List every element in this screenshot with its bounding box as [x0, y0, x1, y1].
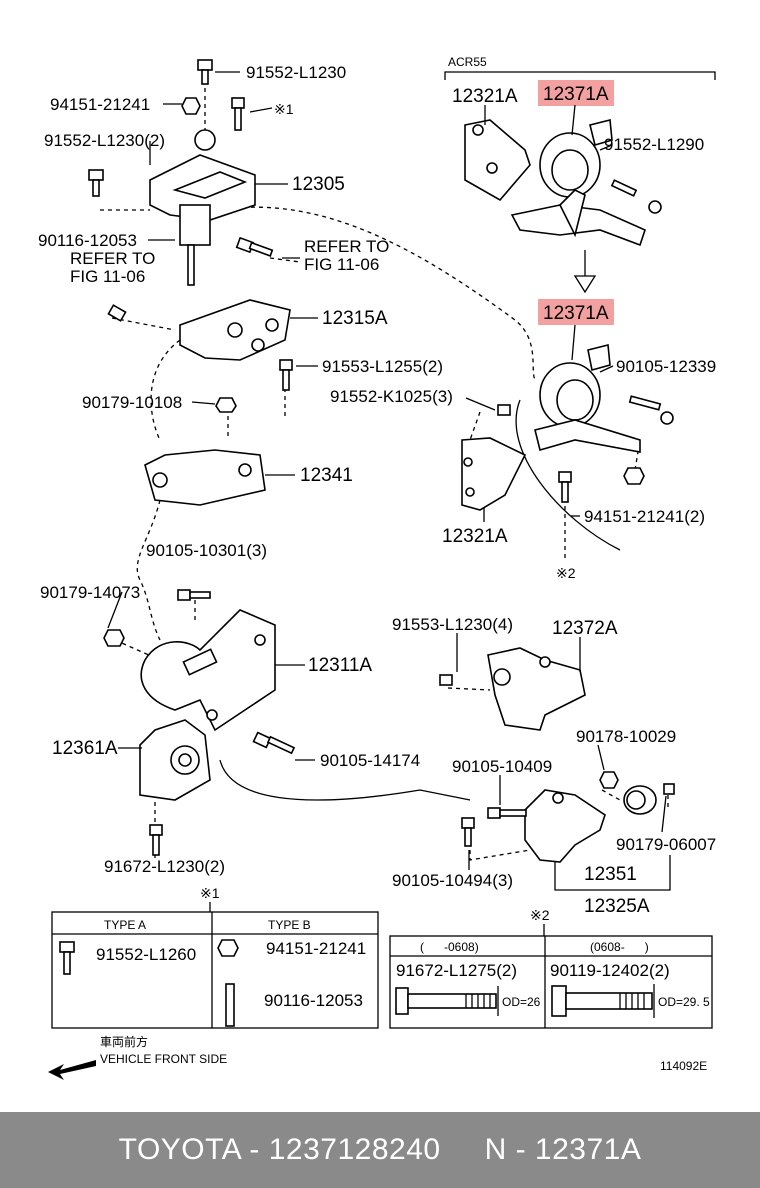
label-91552-L1230[interactable]: 91552-L1230: [246, 63, 346, 82]
front-label-en: VEHICLE FRONT SIDE: [100, 1052, 227, 1066]
label-90179-14073[interactable]: 90179-14073: [40, 583, 140, 602]
part-labels: 91552-L1230 94151-21241 ※1 91552-L1230(2…: [38, 55, 716, 917]
label-90116-12053[interactable]: 90116-12053: [38, 231, 137, 250]
label-90105-14174[interactable]: 90105-14174: [320, 751, 420, 770]
note-1-marker: ※1: [274, 101, 294, 117]
diagram-code: 114092E: [660, 1059, 707, 1073]
label-12341[interactable]: 12341: [300, 465, 353, 486]
table1-b-part2[interactable]: 90116-12053: [264, 991, 363, 1010]
label-12315A[interactable]: 12315A: [322, 308, 388, 329]
highlight-12371A-top: [538, 80, 614, 106]
label-12371A-mid[interactable]: 12371A: [543, 303, 609, 324]
part-12341-bracket[interactable]: [144, 449, 266, 506]
model-code: ACR55: [448, 55, 487, 69]
part-12305-mount[interactable]: [149, 129, 256, 246]
label-91552-L1290[interactable]: 91552-L1290: [604, 135, 704, 154]
part-12372A-insulator[interactable]: [487, 647, 586, 731]
part-12315A-bracket[interactable]: [179, 299, 291, 361]
part-12351-damper[interactable]: [623, 785, 657, 815]
refer-left-line2: FIG 11-06: [70, 267, 145, 286]
label-90105-10494[interactable]: 90105-10494(3): [392, 871, 513, 890]
table1-note: ※1: [200, 885, 220, 901]
fasteners: [88, 59, 675, 856]
label-94151-21241-2[interactable]: 94151-21241(2): [584, 507, 705, 526]
label-12371A-top[interactable]: 12371A: [543, 84, 609, 105]
label-90105-10409[interactable]: 90105-10409: [452, 757, 552, 776]
table2-col1-od: OD=26: [502, 995, 541, 1009]
label-12351[interactable]: 12351: [584, 864, 637, 885]
table1-a-part[interactable]: 91552-L1260: [96, 945, 196, 964]
label-91672-L1230[interactable]: 91672-L1230(2): [104, 857, 225, 876]
refer-left-line1: REFER TO: [70, 249, 155, 268]
refer-right-line2: FIG 11-06: [304, 255, 379, 274]
highlight-12371A-mid: [538, 299, 614, 325]
label-12325A[interactable]: 12325A: [584, 896, 650, 917]
front-label-jp: 車両前方: [100, 1034, 148, 1049]
label-90179-10108[interactable]: 90179-10108: [82, 393, 182, 412]
parts-diagram: 91552-L1230 94151-21241 ※1 91552-L1230(2…: [38, 55, 716, 1080]
footer-number: N - 12371A: [484, 1133, 642, 1166]
part-12321A-mid-bracket[interactable]: [461, 437, 527, 511]
label-90179-06007[interactable]: 90179-06007: [616, 835, 716, 854]
label-91553-L1230[interactable]: 91553-L1230(4): [392, 615, 513, 634]
footer-bar: TOYOTA - 1237128240 N - 12371A: [0, 1112, 760, 1188]
part-12361A-insulator[interactable]: [139, 719, 211, 801]
vehicle-front-indicator: 車両前方 VEHICLE FRONT SIDE: [48, 1034, 227, 1080]
table1-type-a: TYPE A: [104, 918, 146, 932]
part-12311A-bracket[interactable]: [140, 609, 276, 732]
part-12371A-top-insulator[interactable]: [510, 118, 646, 247]
note-2-marker: ※2: [556, 565, 576, 581]
table2-col2-od: OD=29. 5: [658, 995, 710, 1009]
label-91553-L1255[interactable]: 91553-L1255(2): [322, 357, 443, 376]
label-90178-10029[interactable]: 90178-10029: [576, 727, 676, 746]
table2-col1-part[interactable]: 91672-L1275(2): [396, 961, 517, 980]
table2-col2-head: (0608- ): [590, 940, 649, 954]
label-90105-12339[interactable]: 90105-12339: [616, 357, 716, 376]
table2-col1-head: ( -0608): [420, 940, 479, 954]
label-12372A[interactable]: 12372A: [552, 618, 618, 639]
part-12371A-mid-insulator[interactable]: [534, 343, 641, 453]
label-12361A[interactable]: 12361A: [52, 738, 118, 759]
label-91552-K1025[interactable]: 91552-K1025(3): [330, 387, 453, 406]
part-12321A-top-bracket[interactable]: [464, 119, 531, 202]
table1-type-b: TYPE B: [268, 918, 311, 932]
front-arrow-icon: [48, 1060, 96, 1080]
footer-brand-part: TOYOTA - 1237128240: [118, 1133, 441, 1166]
table1-b-part1[interactable]: 94151-21241: [266, 939, 366, 958]
part-12351-bracket[interactable]: [524, 789, 606, 863]
label-12321A-top[interactable]: 12321A: [452, 86, 518, 107]
table-note-1: ※1 TYPE A TYPE B 91552-L1260 94151-21241…: [51, 885, 379, 1029]
label-12321A-mid[interactable]: 12321A: [442, 526, 508, 547]
refer-right-line1: REFER TO: [304, 237, 389, 256]
label-91552-L1230-2[interactable]: 91552-L1230(2): [44, 131, 165, 150]
table-note-2: ※2 ( -0608) (0608- ) 91672-L1275(2) 9011…: [389, 907, 713, 1029]
label-94151-21241[interactable]: 94151-21241: [50, 95, 150, 114]
label-12311A[interactable]: 12311A: [308, 655, 372, 676]
label-90105-10301[interactable]: 90105-10301(3): [146, 541, 267, 560]
table2-col2-part[interactable]: 90119-12402(2): [550, 961, 670, 980]
label-12305[interactable]: 12305: [292, 174, 345, 195]
table2-note: ※2: [530, 907, 550, 923]
leader-lines: [107, 71, 667, 870]
